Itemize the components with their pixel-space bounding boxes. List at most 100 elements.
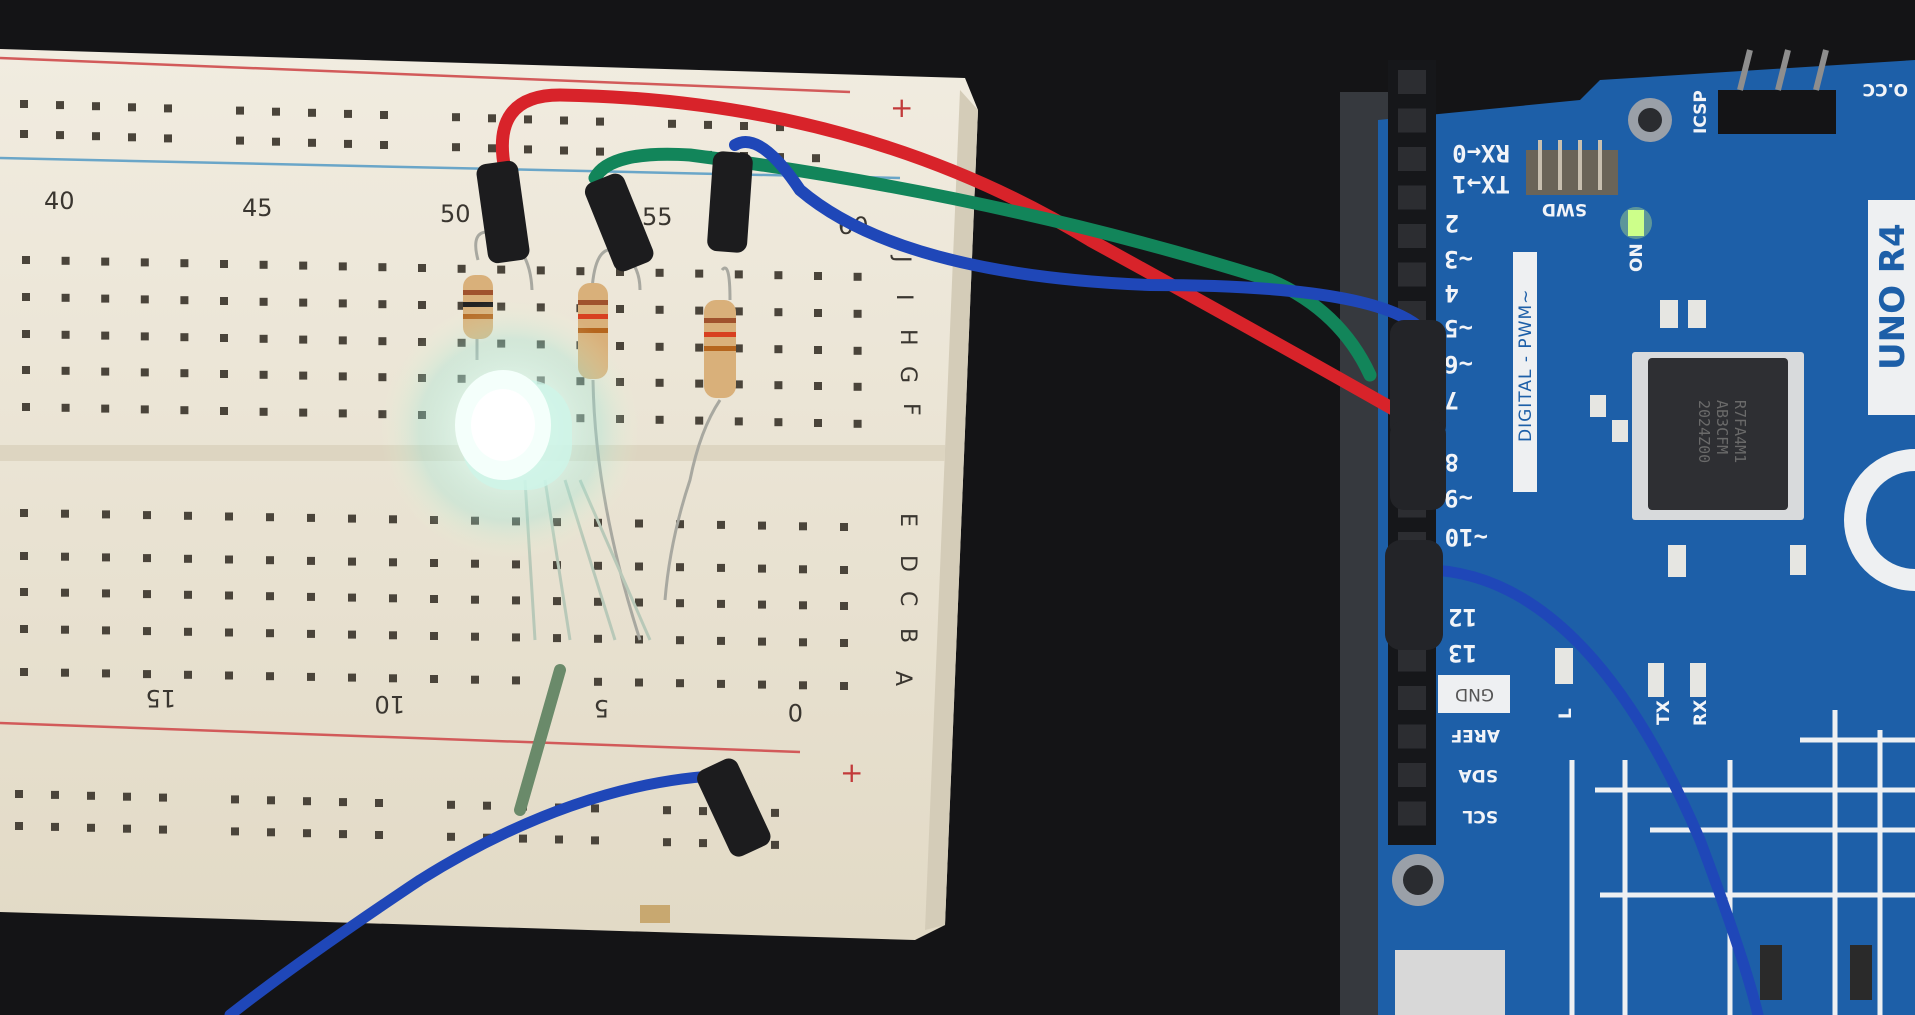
breadboard-hole	[20, 509, 28, 517]
breadboard-hole	[512, 633, 520, 642]
breadboard-hole	[774, 308, 783, 317]
plus-rail-top: +	[890, 91, 913, 124]
wire-connectors	[476, 151, 1446, 857]
breadboard-hole	[635, 562, 643, 571]
breadboard-hole	[758, 600, 766, 609]
breadboard-hole	[799, 638, 807, 647]
breadboard-hole	[339, 830, 347, 839]
on-led	[1628, 210, 1644, 236]
breadboard-hole	[22, 293, 30, 301]
breadboard-hole	[20, 130, 28, 138]
breadboard-hole	[61, 552, 69, 561]
pin-label-8: 8	[1445, 448, 1459, 476]
breadboard-hole	[51, 822, 59, 831]
breadboard-hole	[676, 563, 684, 572]
breadboard-hole	[799, 565, 807, 574]
breadboard-hole	[840, 639, 848, 647]
breadboard-hole	[734, 344, 743, 353]
breadboard-hole	[853, 272, 862, 281]
breadboard-hole	[272, 137, 280, 146]
breadboard-hole	[140, 405, 149, 414]
breadboard-hole	[20, 625, 28, 633]
led-l-label: L	[1556, 708, 1576, 719]
breadboard-hole	[267, 828, 275, 837]
breadboard-hole	[61, 256, 70, 265]
column-number-40: 40	[44, 187, 75, 215]
breadboard-hole	[20, 100, 28, 108]
breadboard-hole	[814, 419, 822, 427]
breadboard-hole	[259, 407, 268, 416]
breadboard-hole	[259, 334, 268, 343]
breadboard-hole	[457, 301, 466, 310]
breadboard-hole	[380, 141, 388, 149]
breadboard-hole	[101, 367, 110, 376]
breadboard-hole	[61, 293, 70, 302]
breadboard-hole	[378, 373, 387, 382]
row-letter-a: A	[890, 671, 915, 686]
breadboard-hole	[591, 804, 599, 813]
breadboard-hole	[184, 627, 192, 636]
breadboard-hole	[123, 824, 131, 833]
breadboard-hole	[101, 257, 110, 266]
header-socket	[1398, 70, 1426, 94]
header-socket	[1398, 147, 1426, 171]
breadboard-hole	[555, 835, 563, 844]
breadboard-hole	[695, 379, 704, 388]
breadboard-hole	[140, 332, 149, 341]
breadboard-hole	[143, 627, 151, 636]
pin-label-3: ~3	[1444, 245, 1473, 273]
breadboard-hole	[635, 598, 643, 607]
breadboard-hole	[15, 822, 23, 830]
breadboard-hole	[180, 296, 189, 305]
rx-label: RX	[1691, 700, 1711, 726]
breadboard-hole	[452, 113, 460, 122]
breadboard-hole	[338, 299, 347, 308]
breadboard-hole	[22, 330, 30, 338]
digital-pwm-label: DIGITAL - PWM~	[1516, 289, 1536, 442]
breadboard-hole	[840, 566, 848, 574]
breadboard-hole	[616, 268, 624, 276]
breadboard-hole	[758, 680, 766, 689]
row-letter-c: C	[895, 591, 920, 606]
breadboard-hole	[344, 109, 352, 118]
breadboard-hole	[339, 798, 347, 807]
breadboard-hole	[299, 371, 308, 380]
breadboard-hole	[272, 107, 280, 116]
breadboard-hole	[717, 599, 725, 608]
breadboard-hole	[184, 670, 192, 679]
breadboard-hole	[102, 589, 110, 598]
breadboard-hole	[180, 333, 189, 342]
breadboard-hole	[266, 672, 274, 681]
breadboard-hole	[699, 839, 707, 848]
breadboard-hole	[655, 268, 664, 277]
breadboard-hole	[560, 116, 568, 125]
breadboard-hole	[266, 592, 274, 601]
column-number-0: 0	[788, 698, 803, 726]
breadboard-hole	[594, 677, 602, 686]
breadboard-hole	[663, 806, 671, 815]
breadboard-hole	[159, 793, 167, 802]
breadboard-hole	[635, 519, 643, 528]
breadboard-hole	[180, 369, 189, 378]
breadboard-hole	[123, 792, 131, 801]
breadboard-hole	[676, 520, 684, 529]
breadboard-hole	[338, 409, 347, 418]
breadboard-hole	[734, 417, 743, 426]
breadboard-hole	[338, 372, 347, 381]
board-pcb	[1378, 60, 1915, 1015]
breadboard-hole	[734, 380, 743, 389]
breadboard-hole	[668, 119, 676, 128]
breadboard-hole	[220, 297, 228, 305]
breadboard-hole	[51, 790, 59, 799]
pin-label-7: 7	[1445, 386, 1459, 414]
breadboard-hole	[616, 342, 624, 350]
pin-label-9: ~9	[1444, 484, 1473, 512]
breadboard-holes	[15, 100, 862, 849]
breadboard-hole	[655, 342, 664, 351]
breadboard-hole	[231, 827, 239, 836]
jumper-wires	[224, 88, 1764, 1015]
breadboard-hole	[307, 513, 315, 522]
breadboard-hole	[259, 297, 268, 306]
row-letter-g: G	[895, 366, 920, 383]
breadboard-hole	[299, 335, 308, 344]
